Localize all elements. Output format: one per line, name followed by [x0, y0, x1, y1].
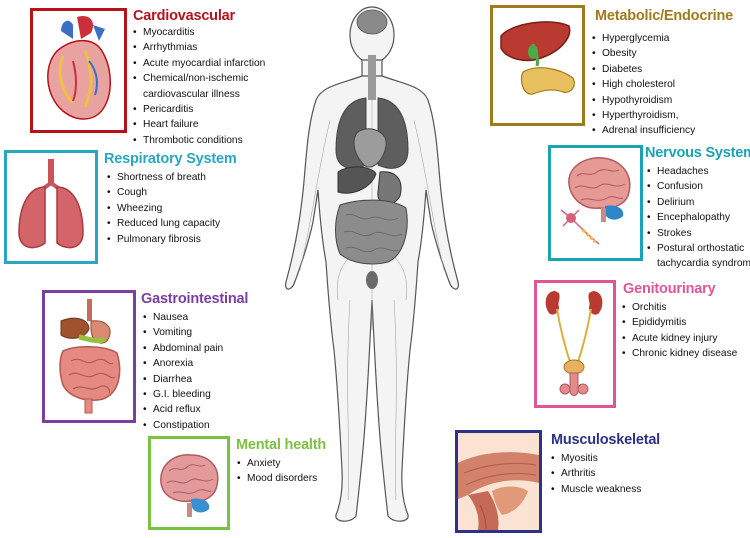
mental-health-list: Anxiety Mood disorders — [237, 456, 317, 487]
list-item: Abdominal pain — [143, 341, 223, 357]
heart-icon — [47, 15, 111, 120]
list-item: Confusion — [647, 179, 750, 195]
list-item: Obesity — [592, 46, 695, 62]
metabolic-title: Metabolic/Endocrine — [595, 8, 733, 24]
nervous-image-box — [548, 145, 643, 261]
brain-icon — [160, 454, 219, 517]
cardiovascular-image-box — [30, 8, 127, 133]
list-item: Thrombotic conditions — [133, 133, 265, 149]
list-item: Headaches — [647, 164, 750, 180]
respiratory-image-box — [4, 150, 98, 264]
liver-pancreas-icon — [500, 21, 575, 95]
genitourinary-list: Orchitis Epididymitis Acute kidney injur… — [622, 300, 737, 362]
list-item: Hypothyroidism — [592, 93, 695, 109]
gastrointestinal-title: Gastrointestinal — [141, 291, 249, 307]
list-item: High cholesterol — [592, 77, 695, 93]
list-item: tachycardia syndrome — [657, 258, 750, 270]
nervous-title: Nervous System — [645, 145, 750, 161]
list-item: Heart failure — [133, 117, 265, 133]
list-item: Delirium — [647, 195, 750, 211]
respiratory-list: Shortness of breath Cough Wheezing Reduc… — [107, 170, 220, 247]
lungs-icon — [18, 159, 84, 249]
list-item: Shortness of breath — [107, 170, 220, 186]
list-item: Chronic kidney disease — [622, 346, 737, 362]
list-item: Diabetes — [592, 62, 695, 78]
metabolic-image-box — [490, 5, 585, 126]
list-item: Adrenal insufficiency — [592, 123, 695, 139]
list-item: Acute kidney injury — [622, 331, 737, 347]
musculoskeletal-image-box — [455, 430, 542, 533]
list-item: Anxiety — [237, 456, 317, 472]
cardiovascular-list: Myocarditis Arrhythmias Acute myocardial… — [133, 25, 265, 149]
list-item: Diarrhea — [143, 372, 223, 388]
list-item: Vomiting — [143, 325, 223, 341]
muscle-icon — [458, 433, 539, 530]
digestive-system-icon — [59, 299, 121, 414]
list-item: Postural orthostatic — [647, 241, 750, 257]
musculoskeletal-list: Myositis Arthritis Muscle weakness — [551, 451, 641, 498]
list-item: Strokes — [647, 226, 750, 242]
list-item: Reduced lung capacity — [107, 216, 220, 232]
list-item: Anorexia — [143, 356, 223, 372]
human-body-figure — [285, 6, 459, 522]
list-item: Wheezing — [107, 201, 220, 217]
brain-neuron-icon — [560, 157, 631, 245]
list-item: Muscle weakness — [551, 482, 641, 498]
list-item: Hyperthyroidism, — [592, 108, 695, 124]
gastrointestinal-image-box — [42, 290, 136, 423]
list-item: Myositis — [551, 451, 641, 467]
cardiovascular-title: Cardiovascular — [133, 8, 235, 24]
list-item: Mood disorders — [237, 471, 317, 487]
genitourinary-title: Genitourinary — [623, 281, 716, 297]
mental-health-title: Mental health — [236, 437, 327, 453]
list-item: Chemical/non-ischemic — [133, 71, 265, 87]
list-item: Cough — [107, 185, 220, 201]
list-item: Myocarditis — [133, 25, 265, 41]
list-item: Hyperglycemia — [592, 31, 695, 47]
metabolic-list: Hyperglycemia Obesity Diabetes High chol… — [592, 31, 695, 139]
list-item: Nausea — [143, 310, 223, 326]
list-item: G.I. bleeding — [143, 387, 223, 403]
list-item: Acid reflux — [143, 402, 223, 418]
nervous-list: Headaches Confusion Delirium Encephalopa… — [647, 164, 750, 272]
genitourinary-image-box — [534, 280, 616, 408]
kidneys-bladder-icon — [545, 291, 603, 396]
respiratory-title: Respiratory System — [104, 151, 237, 167]
mental-health-image-box — [148, 436, 230, 530]
list-item: Pulmonary fibrosis — [107, 232, 220, 248]
list-item: Orchitis — [622, 300, 737, 316]
list-item: Arthritis — [551, 466, 641, 482]
list-item-continuation: cardiovascular illness — [143, 88, 240, 100]
musculoskeletal-title: Musculoskeletal — [551, 432, 661, 448]
list-item: Constipation — [143, 418, 223, 434]
list-item: Encephalopathy — [647, 210, 750, 226]
list-item: Epididymitis — [622, 315, 737, 331]
gastrointestinal-list: Nausea Vomiting Abdominal pain Anorexia … — [143, 310, 223, 434]
list-item: Pericarditis — [133, 102, 265, 118]
list-item: Arrhythmias — [133, 40, 265, 56]
list-item: Acute myocardial infarction — [133, 56, 265, 72]
